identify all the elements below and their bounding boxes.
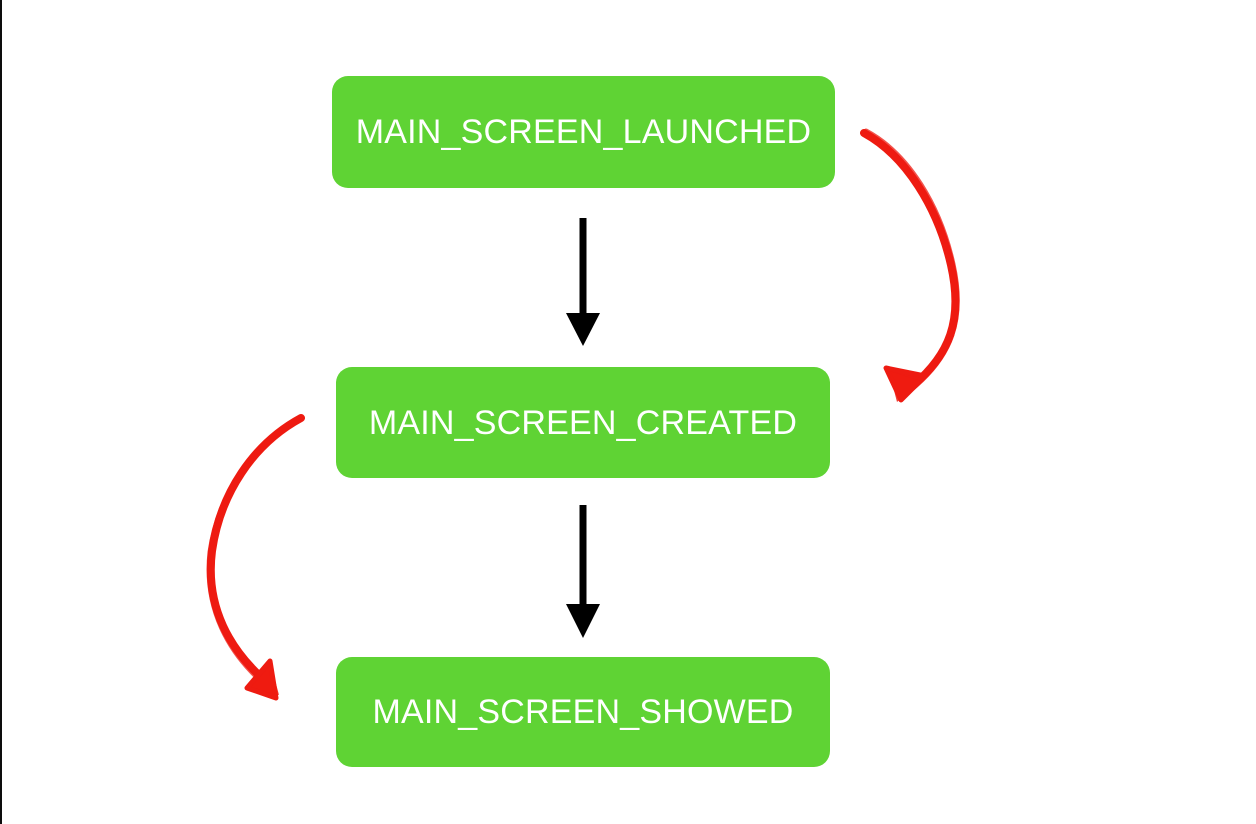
curved-arrow-shaft-texture <box>863 128 960 395</box>
curved-arrow-shaft-texture <box>206 417 302 690</box>
arrowhead <box>566 313 600 346</box>
state-node-label: MAIN_SCREEN_CREATED <box>368 403 798 442</box>
curved-arrow-launched-to-created <box>860 128 960 403</box>
state-node-label: MAIN_SCREEN_SHOWED <box>372 693 794 731</box>
arrow-launched-to-created <box>566 218 600 346</box>
window-left-edge-border <box>0 0 2 824</box>
state-node-main-screen-showed[interactable]: MAIN_SCREEN_SHOWED <box>336 657 830 767</box>
state-node-main-screen-launched[interactable]: MAIN_SCREEN_LAUNCHED <box>332 76 835 188</box>
arrowhead <box>566 604 600 638</box>
curved-arrow-shaft <box>206 414 305 689</box>
state-node-label: MAIN_SCREEN_LAUNCHED <box>355 113 812 151</box>
curved-arrowhead <box>883 365 928 403</box>
curved-arrowhead-texture <box>251 665 279 695</box>
curved-arrow-shaft <box>860 129 960 395</box>
state-node-main-screen-created[interactable]: MAIN_SCREEN_CREATED <box>336 367 830 478</box>
curved-arrowhead-texture <box>889 371 921 402</box>
curved-arrow-created-to-showed <box>206 414 305 701</box>
curved-arrowhead <box>244 658 279 701</box>
arrow-created-to-showed <box>566 505 600 638</box>
